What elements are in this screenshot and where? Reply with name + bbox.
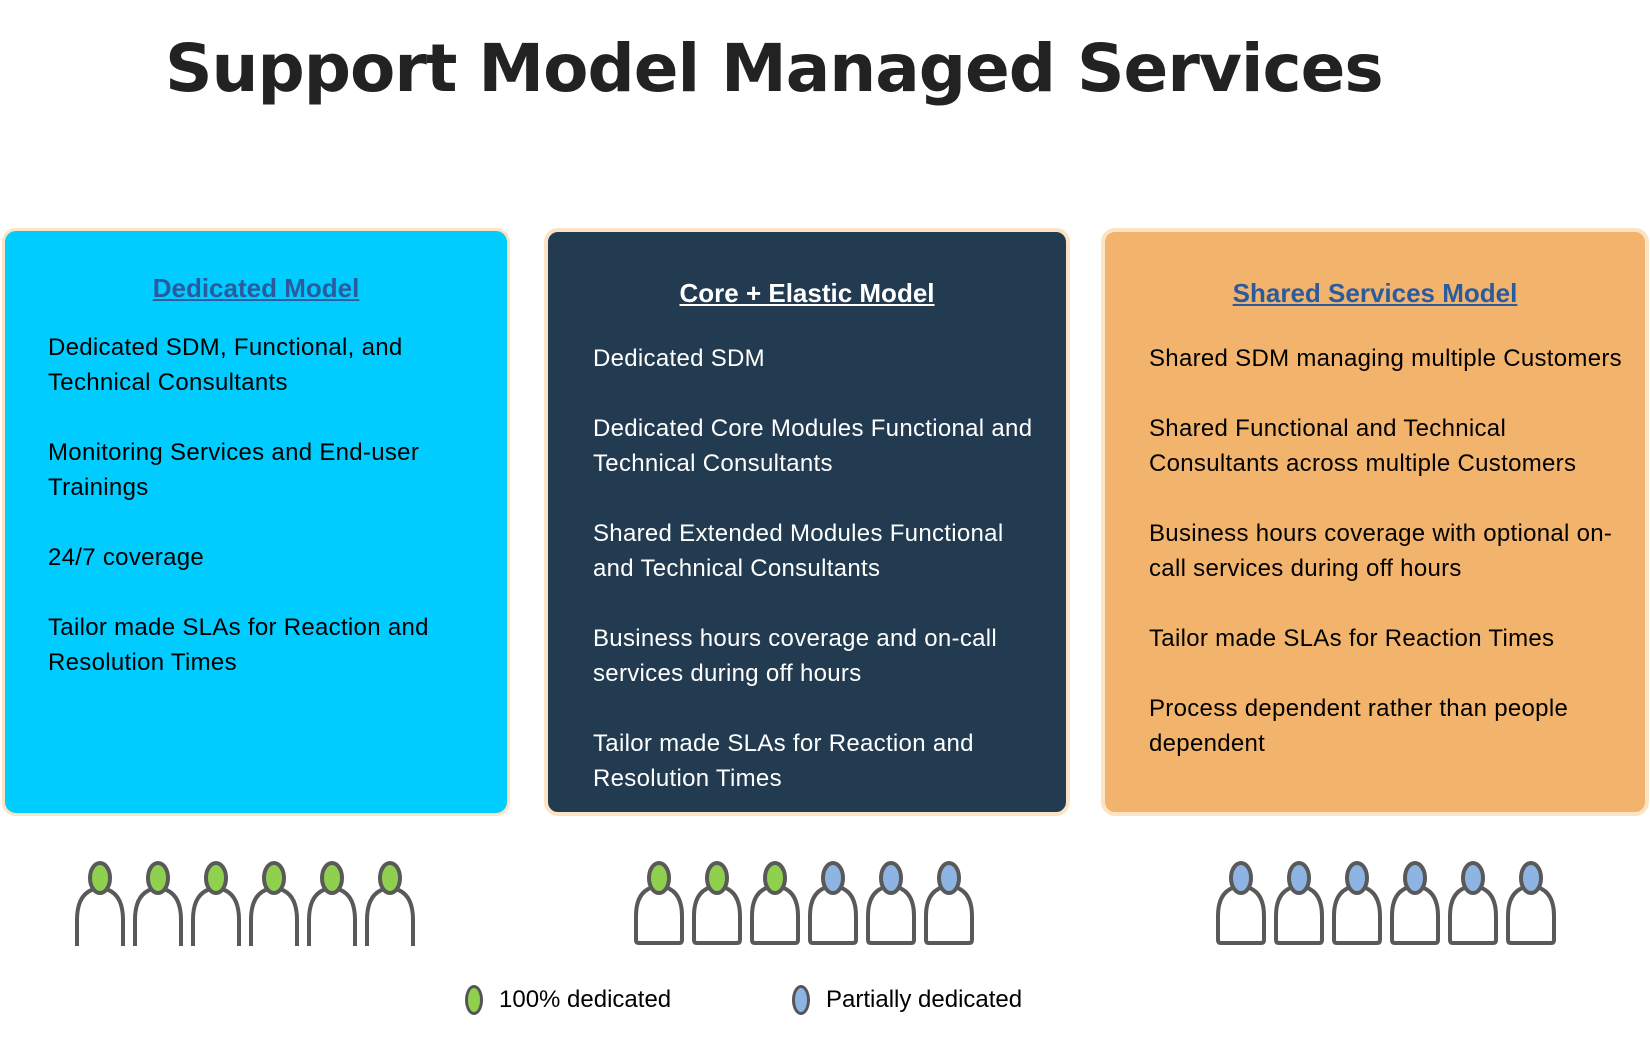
card-item: Dedicated SDM, Functional, and Technical…	[48, 334, 403, 396]
card-item: Process dependent rather than people dep…	[1149, 695, 1569, 757]
blue-head-icon	[879, 861, 903, 895]
person-icon	[634, 861, 684, 945]
blue-head-icon	[1519, 861, 1543, 895]
person-icon	[808, 861, 858, 945]
person-icon	[1448, 861, 1498, 945]
blue-head-icon	[1229, 861, 1253, 895]
card-item: Dedicated Core Modules Functional and Te…	[593, 415, 1033, 477]
green-head-icon	[320, 861, 344, 895]
person-icon	[750, 861, 800, 945]
blue-person-icon	[792, 985, 810, 1015]
card-item: Tailor made SLAs for Reaction and Resolu…	[48, 614, 429, 676]
card-item: Tailor made SLAs for Reaction and Resolu…	[593, 730, 974, 792]
person-icon	[75, 861, 125, 946]
legend-label: Partially dedicated	[826, 986, 1023, 1013]
legend-partial: Partially dedicated	[792, 985, 1022, 1015]
person-icon	[249, 861, 299, 946]
card-item: 24/7 coverage	[48, 544, 205, 571]
blue-head-icon	[1345, 861, 1369, 895]
person-icon	[924, 861, 974, 945]
people-group-dedicated	[74, 860, 432, 950]
legend-label: 100% dedicated	[499, 986, 672, 1013]
card-item: Shared SDM managing multiple Customers	[1149, 345, 1622, 372]
person-icon	[191, 861, 241, 946]
person-icon	[1274, 861, 1324, 945]
person-icon	[1332, 861, 1382, 945]
card-item: Shared Extended Modules Functional and T…	[593, 520, 1004, 582]
person-icon	[1216, 861, 1266, 945]
green-person-icon	[465, 985, 483, 1015]
person-icon	[866, 861, 916, 945]
person-icon	[692, 861, 742, 945]
legend-dedicated: 100% dedicated	[465, 985, 671, 1015]
green-head-icon	[763, 861, 787, 895]
green-head-icon	[204, 861, 228, 895]
people-group-shared	[1215, 860, 1573, 950]
page-title: Support Model Managed Services	[165, 30, 1384, 107]
dedicated-model-card: Dedicated Model Dedicated SDM, Functiona…	[2, 228, 510, 816]
card-item: Tailor made SLAs for Reaction Times	[1149, 625, 1555, 652]
blue-head-icon	[821, 861, 845, 895]
card-item: Business hours coverage and on-call serv…	[593, 625, 998, 687]
green-head-icon	[146, 861, 170, 895]
green-head-icon	[705, 861, 729, 895]
green-head-icon	[647, 861, 671, 895]
person-icon	[1390, 861, 1440, 945]
core-elastic-model-card: Core + Elastic Model Dedicated SDM Dedic…	[544, 228, 1070, 816]
blue-head-icon	[1403, 861, 1427, 895]
card-heading: Dedicated Model	[152, 273, 360, 303]
card-item: Dedicated SDM	[593, 345, 765, 372]
card-item: Monitoring Services and End-user Trainin…	[48, 439, 420, 501]
person-icon	[1506, 861, 1556, 945]
blue-head-icon	[1287, 861, 1311, 895]
green-head-icon	[262, 861, 286, 895]
card-heading: Core + Elastic Model	[679, 278, 935, 308]
shared-services-model-card: Shared Services Model Shared SDM managin…	[1101, 228, 1649, 816]
green-head-icon	[378, 861, 402, 895]
green-head-icon	[88, 861, 112, 895]
card-item: Business hours coverage with optional on…	[1149, 520, 1613, 582]
card-item: Shared Functional and Technical Consulta…	[1149, 415, 1577, 477]
person-icon	[133, 861, 183, 946]
person-icon	[307, 861, 357, 946]
person-icon	[365, 861, 415, 946]
blue-head-icon	[937, 861, 961, 895]
card-heading: Shared Services Model	[1232, 278, 1518, 308]
blue-head-icon	[1461, 861, 1485, 895]
people-group-core-elastic	[633, 860, 991, 950]
